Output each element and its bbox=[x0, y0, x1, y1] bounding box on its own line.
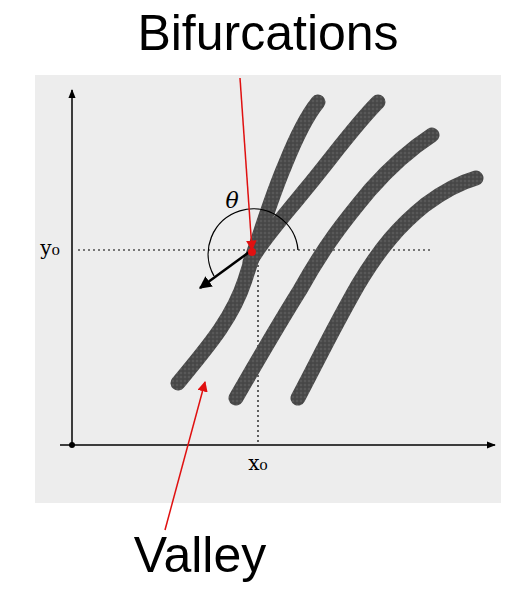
scan-ground bbox=[35, 75, 501, 503]
ridge bbox=[298, 178, 476, 398]
axis-label: y₀ bbox=[40, 238, 59, 258]
bifurcation-pointer bbox=[240, 78, 252, 250]
ridges bbox=[178, 102, 476, 398]
valley-pointer bbox=[165, 382, 205, 530]
ridge-branch bbox=[250, 102, 378, 262]
axis-label: x₀ bbox=[248, 453, 267, 473]
origin-dot bbox=[69, 442, 75, 448]
x-axis bbox=[60, 444, 495, 446]
callout-title: Valley bbox=[134, 530, 266, 580]
callout-title: Bifurcations bbox=[137, 8, 398, 58]
ridge bbox=[236, 135, 432, 398]
bifurcation-point bbox=[248, 248, 256, 256]
angle-arc bbox=[208, 209, 298, 276]
direction-arrow bbox=[200, 250, 252, 288]
y-axis bbox=[71, 90, 73, 445]
ridge bbox=[178, 102, 318, 383]
angle-symbol: θ bbox=[225, 190, 238, 212]
